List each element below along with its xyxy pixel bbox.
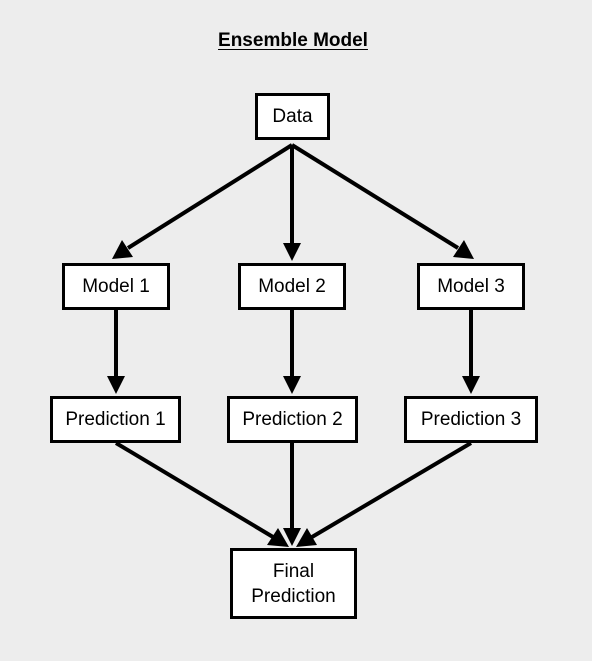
arrowhead-model-1-prediction-1 bbox=[107, 376, 125, 394]
edge-data-model-1 bbox=[126, 143, 294, 250]
edge-data-model-3 bbox=[290, 143, 460, 250]
node-model-3: Model 3 bbox=[417, 263, 525, 310]
arrowhead-data-model-1 bbox=[112, 240, 133, 259]
node-model-1: Model 1 bbox=[62, 263, 170, 310]
arrowhead-prediction-1-final bbox=[267, 528, 289, 547]
arrowhead-data-model-3 bbox=[453, 240, 474, 259]
arrowhead-prediction-2-final bbox=[283, 528, 301, 546]
node-final-prediction-label: Final Prediction bbox=[251, 560, 336, 607]
node-prediction-2: Prediction 2 bbox=[227, 396, 358, 443]
node-model-2-label: Model 2 bbox=[258, 276, 326, 297]
node-model-3-label: Model 3 bbox=[437, 276, 505, 297]
node-data-label: Data bbox=[272, 106, 313, 127]
arrowhead-data-model-2 bbox=[283, 243, 301, 261]
node-prediction-1: Prediction 1 bbox=[50, 396, 181, 443]
node-prediction-1-label: Prediction 1 bbox=[65, 409, 166, 430]
node-final-prediction: Final Prediction bbox=[230, 548, 357, 619]
diagram-title: Ensemble Model bbox=[218, 30, 368, 51]
edge-prediction-1-final bbox=[114, 441, 275, 539]
edge-prediction-3-final bbox=[310, 441, 473, 539]
node-model-2: Model 2 bbox=[238, 263, 346, 310]
node-model-1-label: Model 1 bbox=[82, 276, 150, 297]
arrowhead-prediction-3-final bbox=[296, 528, 317, 547]
node-prediction-2-label: Prediction 2 bbox=[242, 409, 343, 430]
node-data: Data bbox=[255, 93, 330, 140]
arrowhead-model-2-prediction-2 bbox=[283, 376, 301, 394]
arrowhead-model-3-prediction-3 bbox=[462, 376, 480, 394]
node-prediction-3-label: Prediction 3 bbox=[420, 409, 522, 430]
node-prediction-3: Prediction 3 bbox=[404, 396, 538, 443]
